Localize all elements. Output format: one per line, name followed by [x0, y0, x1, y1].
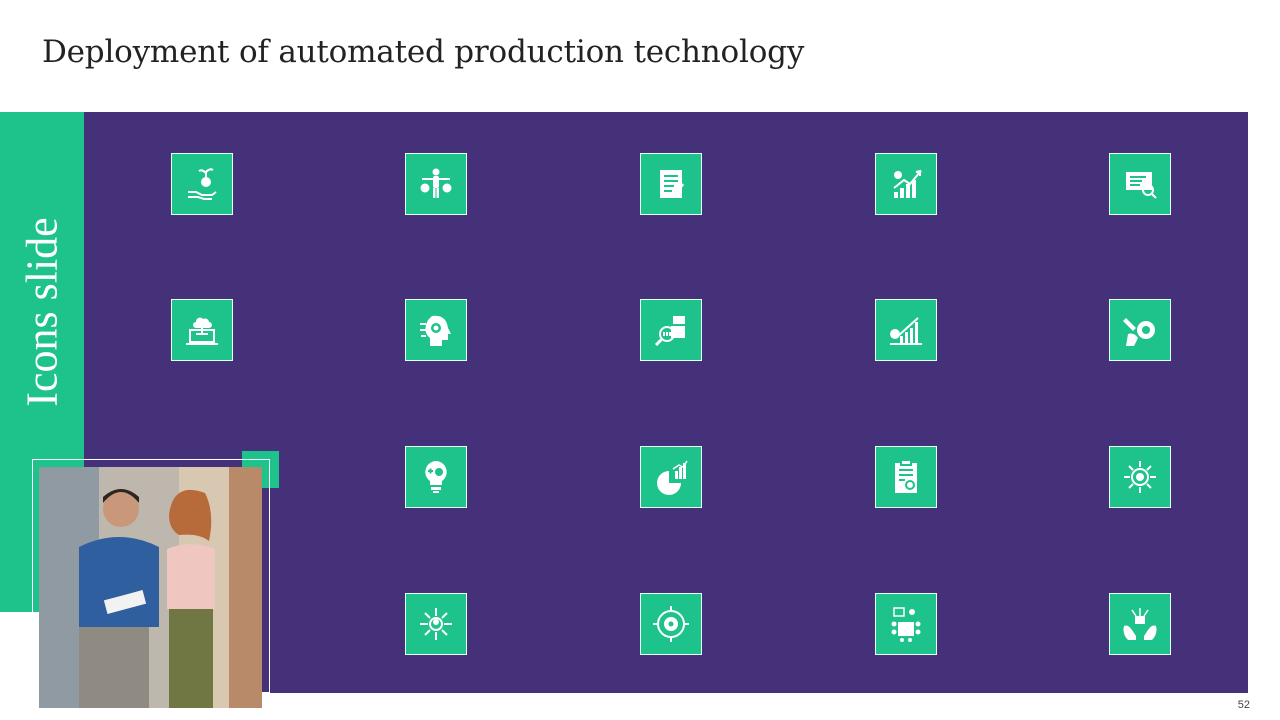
slide-title: Deployment of automated production techn…: [42, 34, 805, 70]
hands-support-icon: [1109, 593, 1171, 655]
certificate-search-icon: [1109, 153, 1171, 215]
gear-network-icon: [1109, 446, 1171, 508]
magnifier-boxes-icon: [640, 299, 702, 361]
gear-cycle-icon: [640, 593, 702, 655]
clipboard-report-icon: [875, 446, 937, 508]
checklist-document-icon: [640, 153, 702, 215]
hand-wrench-gear-icon: [1109, 299, 1171, 361]
head-gears-icon: [405, 299, 467, 361]
page-number: 52: [1237, 699, 1250, 711]
person-network-icon: [405, 593, 467, 655]
lightbulb-gear-icon: [405, 446, 467, 508]
gear-growth-chart-icon: [875, 153, 937, 215]
hand-plant-money-icon: [171, 153, 233, 215]
money-bar-chart-icon: [875, 299, 937, 361]
pie-bar-chart-icon: [640, 446, 702, 508]
team-photo: [39, 467, 262, 708]
side-label: Icons slide: [17, 217, 67, 407]
balance-person-icon: [405, 153, 467, 215]
cloud-laptop-network-icon: [171, 299, 233, 361]
meeting-presentation-icon: [875, 593, 937, 655]
